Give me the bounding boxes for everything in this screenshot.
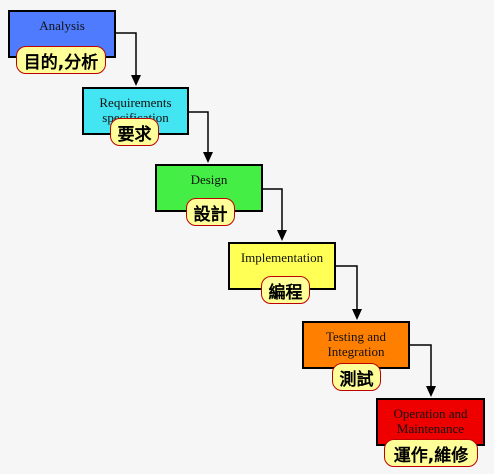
stage-label: Testing and Integration [325,329,387,359]
stage-tag-text: 運作,維修 [393,445,469,466]
stage-label: Operation and Maintenance [393,406,468,436]
arrow-head [203,152,213,163]
stage-tag-text: 要求 [117,124,152,145]
arrow-analysis-to-requirements [115,32,137,76]
arrow-head [131,75,141,86]
stage-tag: 測試 [332,363,381,391]
arrow-head [277,230,287,241]
stage-tag: 目的,分析 [16,46,106,74]
stage-tag-text: 編程 [268,282,303,303]
stage-tag: 運作,維修 [384,439,478,467]
stage-label: Analysis [39,18,85,33]
arrow-testing-to-operation [409,344,432,387]
stage-label: Design [190,172,228,187]
stage-tag-text: 設計 [193,204,228,225]
arrow-requirements-to-design [188,111,209,153]
stage-operation: Operation and Maintenance [376,398,485,446]
stage-tag-text: 目的,分析 [23,52,99,73]
stage-label: Implementation [240,250,324,265]
arrow-design-to-implementation [262,188,283,231]
arrow-head [352,309,362,320]
stage-tag-text: 測試 [339,369,374,390]
stage-tag: 設計 [186,198,235,226]
stage-testing: Testing and Integration [302,321,410,369]
stage-tag: 編程 [261,276,310,304]
arrow-implementation-to-testing [335,265,358,310]
arrow-head [426,386,436,397]
stage-tag: 要求 [110,118,159,146]
